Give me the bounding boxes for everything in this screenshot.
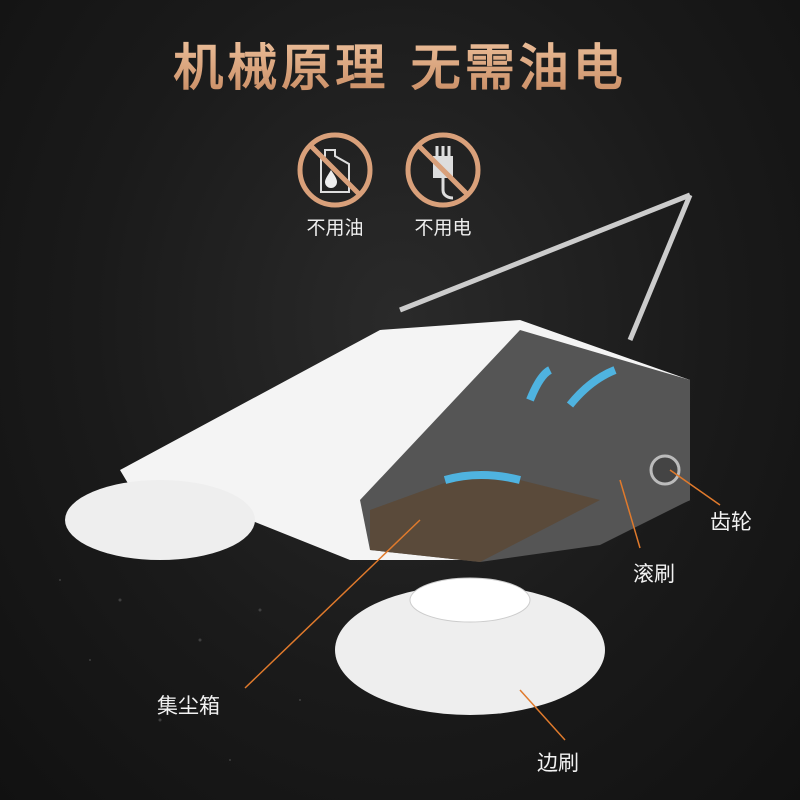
no-oil-label: 不用油 — [306, 217, 364, 239]
dust-box-callout: 集尘箱 — [157, 694, 220, 718]
dust-particles — [59, 579, 342, 761]
gear-callout: 齿轮 — [710, 510, 752, 534]
roller-brush-callout: 滚刷 — [633, 562, 675, 586]
no-electricity-icon — [405, 132, 481, 208]
side-brush-left — [65, 480, 255, 560]
dust-box-cutaway — [370, 470, 600, 562]
leader-lines — [244, 469, 721, 741]
no-electricity-label: 不用电 — [414, 217, 472, 239]
flow-arrow — [526, 366, 553, 402]
flow-arrow — [566, 366, 617, 408]
no-oil-icon — [297, 132, 373, 208]
handle-left — [399, 192, 691, 313]
side-brush-front — [335, 585, 605, 715]
gear-shape — [649, 454, 681, 486]
handle-right — [627, 194, 693, 341]
side-brush-callout: 边刷 — [537, 751, 579, 775]
headline: 机械原理 无需油电 — [0, 28, 800, 100]
flow-arrow — [443, 471, 521, 484]
